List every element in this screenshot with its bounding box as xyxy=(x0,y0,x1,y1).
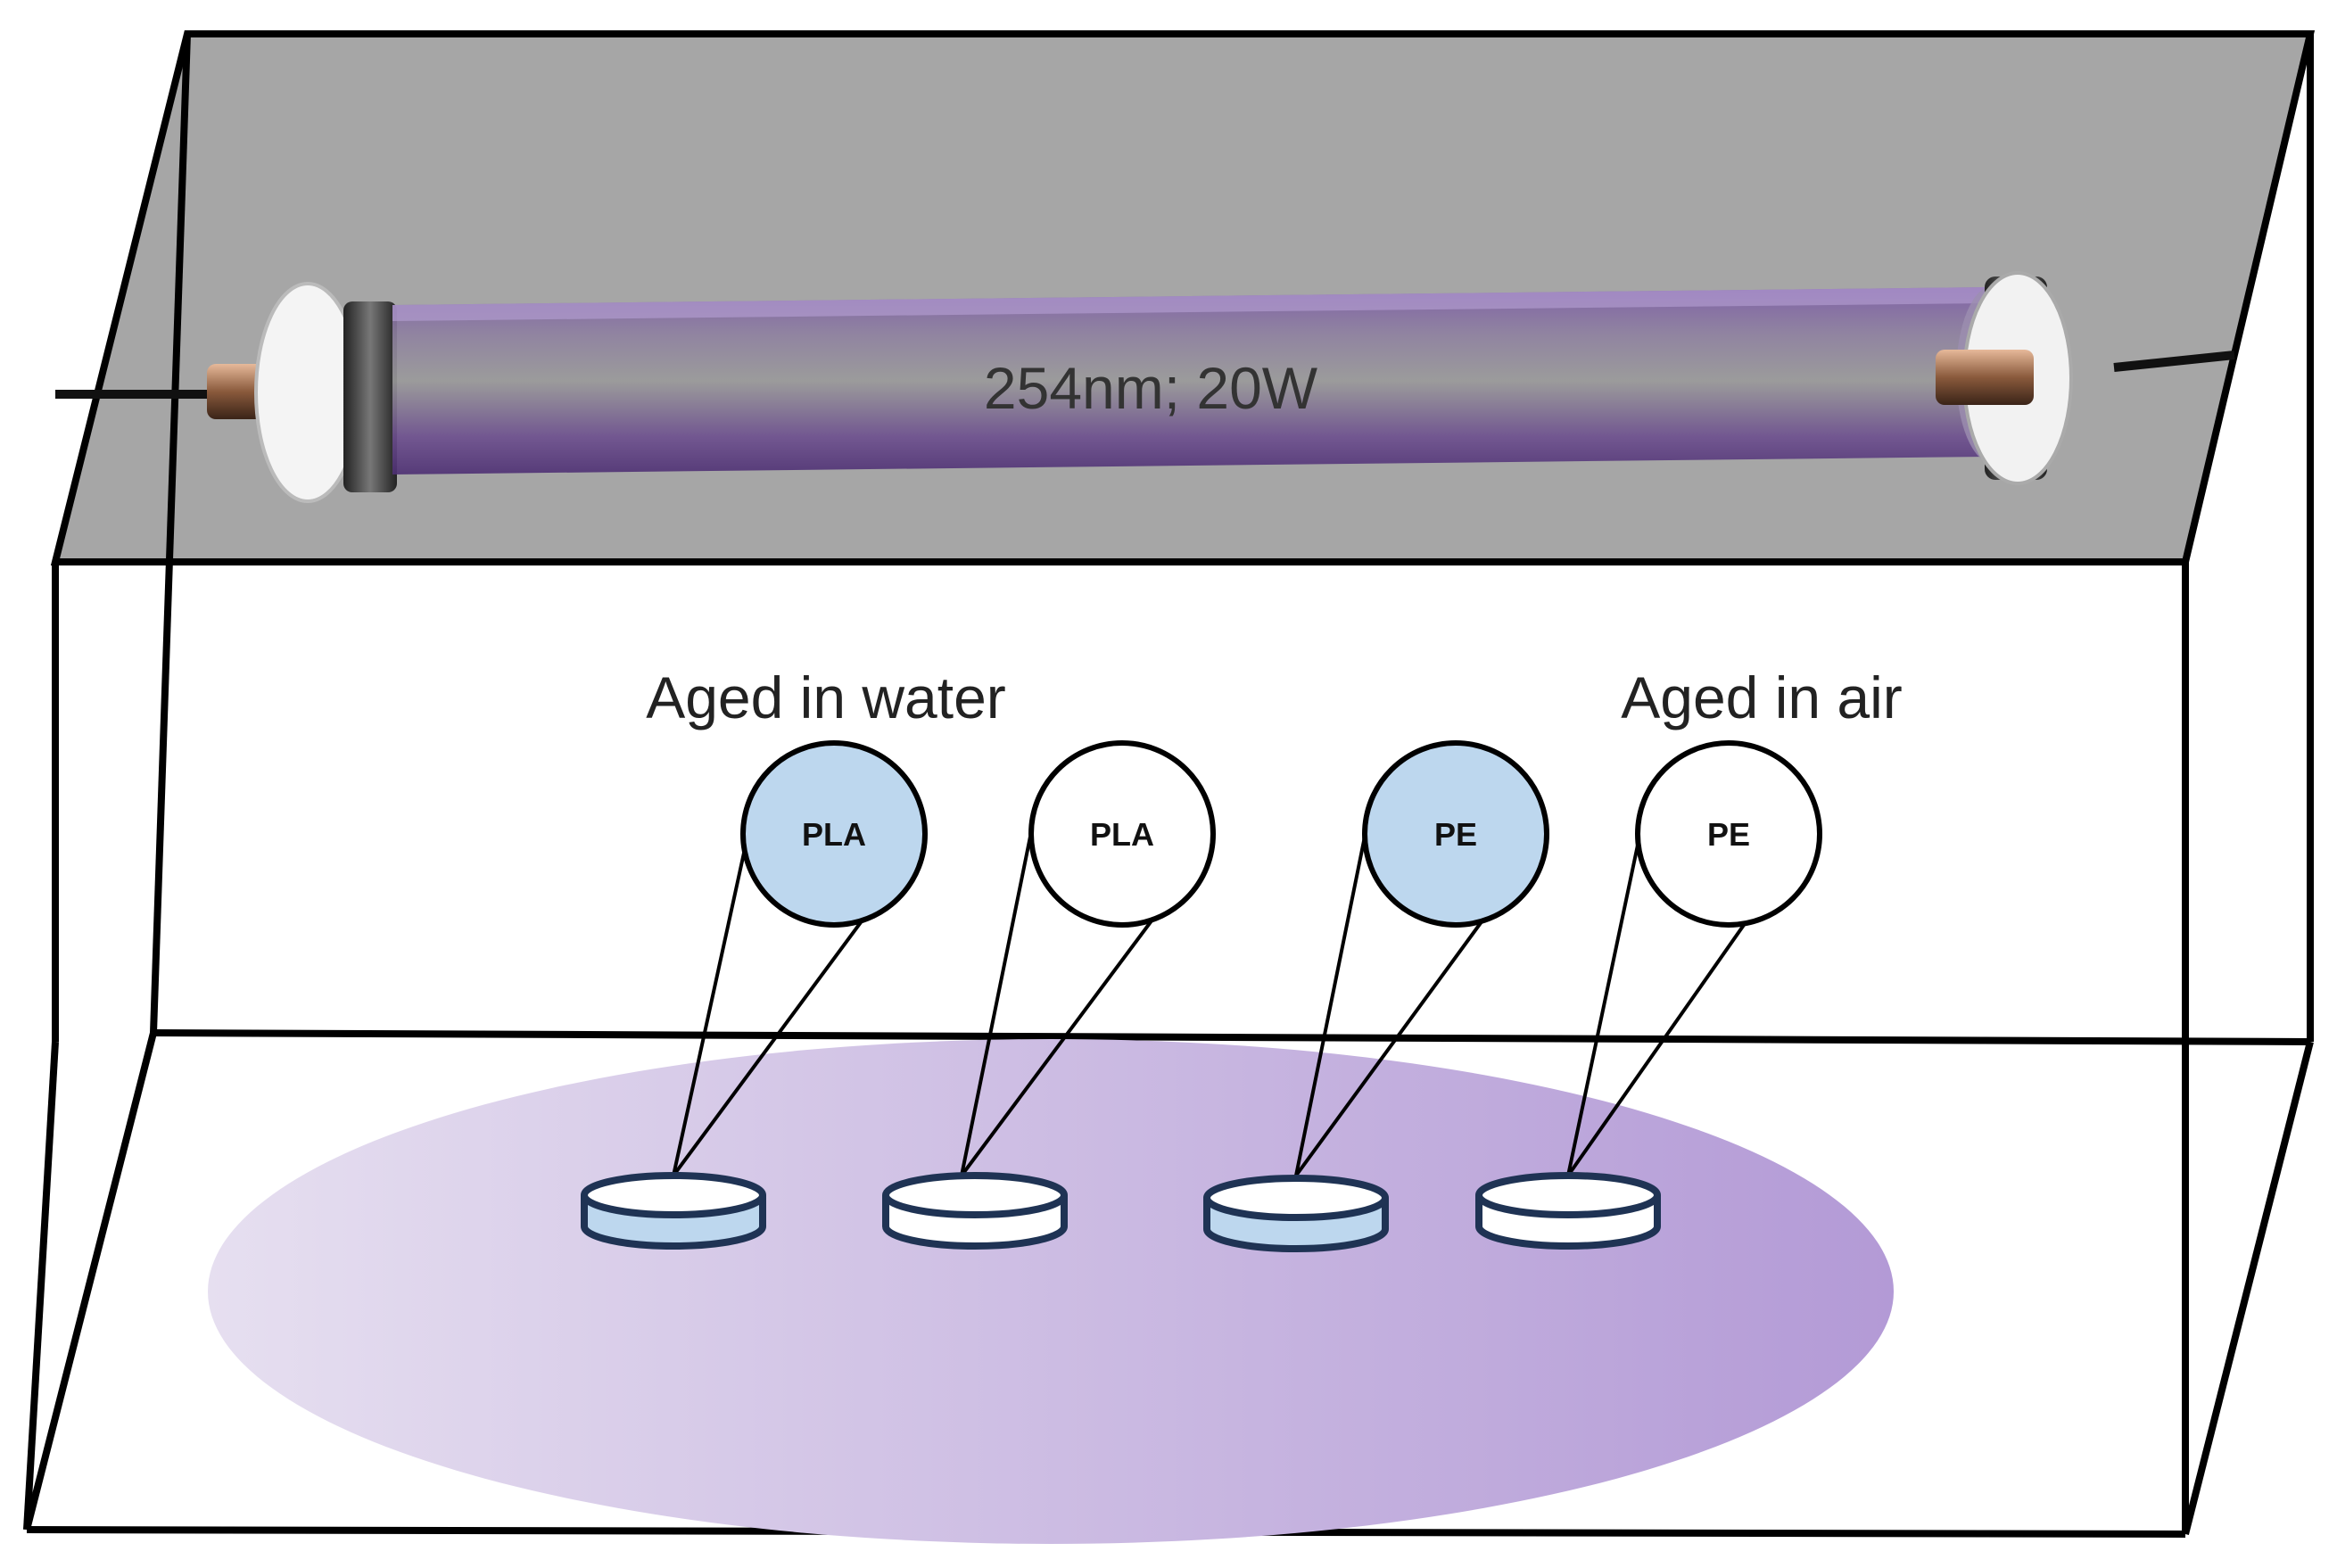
petri-dish xyxy=(1203,1175,1389,1252)
petri-dish xyxy=(1475,1172,1661,1250)
aged-in-air-label: Aged in air xyxy=(1621,664,1903,730)
lamp-spec-label: 254nm; 20W xyxy=(984,355,1318,421)
sample-pe-air: PE xyxy=(1475,740,1822,1250)
uv-irradiation-area xyxy=(208,1039,1894,1544)
lamp-wire-right xyxy=(2113,351,2235,372)
uv-lamp: 254nm; 20W xyxy=(55,271,2235,503)
sample-label: PE xyxy=(1707,816,1750,853)
petri-dish xyxy=(882,1172,1068,1250)
sample-label: PLA xyxy=(802,816,866,853)
sample-label: PE xyxy=(1434,816,1477,853)
sample-pe-water: PE xyxy=(1203,740,1549,1252)
sample-callout-circle xyxy=(1362,740,1549,928)
petri-dish xyxy=(581,1172,766,1250)
lamp-pin-right xyxy=(1936,350,2034,405)
sample-pla-water: PLA xyxy=(581,740,928,1250)
lamp-tube xyxy=(392,287,1989,475)
aged-in-water-label: Aged in water xyxy=(646,664,1006,730)
sample-pla-air: PLA xyxy=(882,740,1216,1250)
sample-callout-circle xyxy=(1028,740,1216,928)
sample-callout-circle xyxy=(740,740,928,928)
sample-label: PLA xyxy=(1090,816,1154,853)
lamp-ring-left xyxy=(343,301,397,492)
sample-callout-circle xyxy=(1635,740,1822,928)
